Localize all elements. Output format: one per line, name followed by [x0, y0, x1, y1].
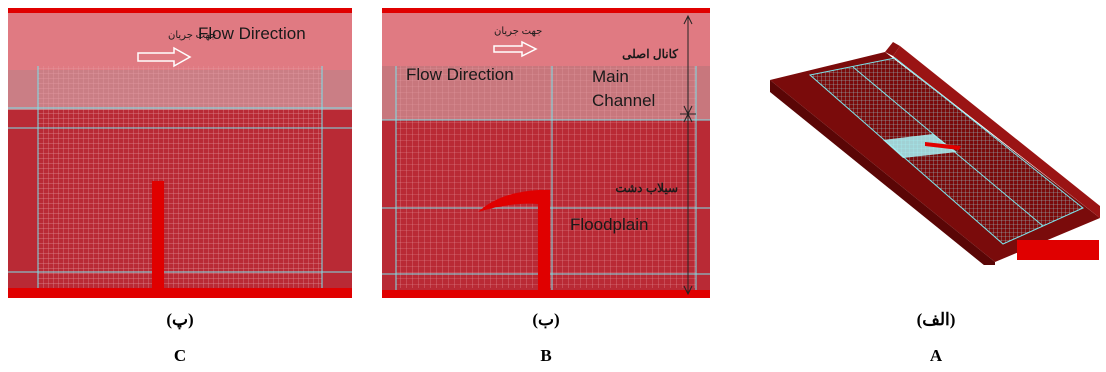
panel-c-svg: جهت جريان Flow Direction [8, 8, 352, 298]
panel-b-svg: جهت جريان Flow Direction کانال اصلی Main… [382, 8, 710, 298]
panel-c-label-en: C [173, 346, 187, 365]
panel-a-label-en: A [929, 346, 943, 365]
side-wall [893, 46, 1100, 218]
flow-label-fa: جهت جريان [494, 26, 542, 37]
obstacle-red [925, 142, 961, 150]
outlet-block [1017, 240, 1099, 260]
panel-a-3d-model [765, 40, 1100, 265]
wall-top-corner [885, 42, 900, 56]
panel-b-label-en: B [540, 346, 552, 365]
bottom-wall [8, 288, 352, 298]
obstacle-region [883, 134, 957, 158]
flow-arrow-icon [493, 40, 538, 58]
floodplain-label-fa: سيلاب دشت [615, 181, 678, 195]
main-channel-label-en-line2: Channel [592, 91, 655, 110]
panel-a-label-fa: (الف) [916, 310, 956, 329]
panel-b-label-fa: (ب) [532, 310, 560, 329]
dimension-line [680, 14, 696, 296]
l-shaped-obstacle [478, 190, 550, 298]
flow-label-en: Flow Direction [406, 65, 514, 84]
flow-label-fa: جهت جريان [168, 30, 216, 41]
main-channel-region [382, 8, 710, 66]
main-channel-region [8, 8, 352, 70]
mesh-grid [38, 66, 322, 288]
flow-label-en: Flow Direction [198, 24, 306, 43]
flume-side [770, 80, 995, 265]
top-wall [8, 8, 352, 13]
main-channel-label-en-line1: Main [592, 67, 629, 86]
panel-b-mesh-view: جهت جريان Flow Direction کانال اصلی Main… [382, 8, 710, 298]
panel-c-mesh-view: جهت جريان Flow Direction [8, 8, 352, 298]
mesh-block-lines [8, 66, 352, 290]
top-wall [382, 8, 710, 13]
panel-a-svg [770, 42, 1100, 265]
floodplain-label-en: Floodplain [570, 215, 648, 234]
panel-c-label-fa: (پ) [166, 310, 194, 329]
main-channel-label-fa: کانال اصلی [622, 47, 678, 61]
flow-arrow-icon [137, 46, 192, 68]
obstacle-pier [152, 181, 164, 298]
